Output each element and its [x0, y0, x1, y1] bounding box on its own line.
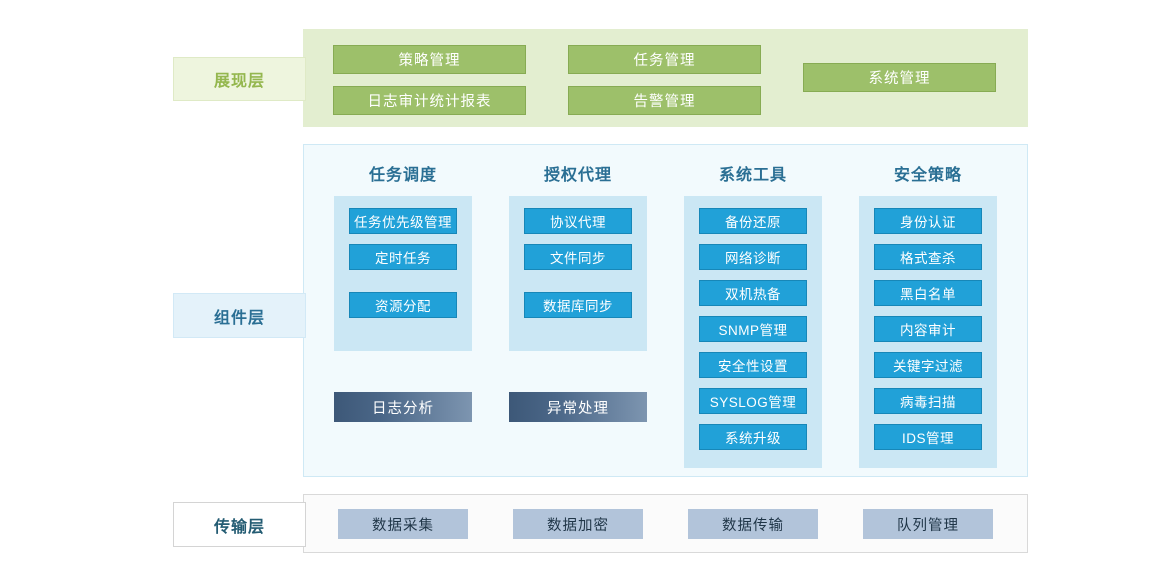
- transport-button-data-transmission[interactable]: 数据传输: [688, 509, 818, 539]
- component-button-keyword-filter[interactable]: 关键字过滤: [874, 352, 982, 378]
- component-column-title-authorization-agent: 授权代理: [543, 167, 612, 184]
- component-column-body-authorization-agent: 协议代理 文件同步 数据库同步: [509, 196, 647, 351]
- transport-button-data-encryption[interactable]: 数据加密: [513, 509, 643, 539]
- component-column-body-security-policy: 身份认证 格式查杀 黑白名单 内容审计 关键字过滤 病毒扫描 IDS管理: [859, 196, 997, 468]
- presentation-button-alarm-management[interactable]: 告警管理: [568, 86, 761, 115]
- presentation-button-strategy-management[interactable]: 策略管理: [333, 45, 526, 74]
- component-button-backup-restore[interactable]: 备份还原: [699, 208, 807, 234]
- component-footer-button-exception-handling[interactable]: 异常处理: [509, 392, 647, 422]
- layer-label-presentation: 展现层: [173, 57, 306, 101]
- component-button-security-settings[interactable]: 安全性设置: [699, 352, 807, 378]
- component-button-task-priority-management[interactable]: 任务优先级管理: [349, 208, 457, 234]
- component-column-title-task-scheduling: 任务调度: [368, 167, 437, 184]
- component-button-dual-machine-hot-standby[interactable]: 双机热备: [699, 280, 807, 306]
- component-button-black-white-list[interactable]: 黑白名单: [874, 280, 982, 306]
- component-button-snmp-management[interactable]: SNMP管理: [699, 316, 807, 342]
- component-button-resource-allocation[interactable]: 资源分配: [349, 292, 457, 318]
- component-button-format-scan-kill[interactable]: 格式查杀: [874, 244, 982, 270]
- component-button-system-upgrade[interactable]: 系统升级: [699, 424, 807, 450]
- transport-layer-panel: 数据采集 数据加密 数据传输 队列管理: [303, 494, 1028, 553]
- component-button-protocol-agent[interactable]: 协议代理: [524, 208, 632, 234]
- component-column-title-security-policy: 安全策略: [893, 167, 962, 184]
- component-button-network-diagnostics[interactable]: 网络诊断: [699, 244, 807, 270]
- component-button-identity-authentication[interactable]: 身份认证: [874, 208, 982, 234]
- component-button-ids-management[interactable]: IDS管理: [874, 424, 982, 450]
- transport-button-data-collection[interactable]: 数据采集: [338, 509, 468, 539]
- component-button-syslog-management[interactable]: SYSLOG管理: [699, 388, 807, 414]
- component-button-scheduled-task[interactable]: 定时任务: [349, 244, 457, 270]
- presentation-button-task-management[interactable]: 任务管理: [568, 45, 761, 74]
- transport-button-queue-management[interactable]: 队列管理: [863, 509, 993, 539]
- layer-label-component: 组件层: [173, 293, 306, 338]
- presentation-layer-panel: 策略管理 任务管理 系统管理 日志审计统计报表 告警管理: [303, 29, 1028, 127]
- component-button-file-sync[interactable]: 文件同步: [524, 244, 632, 270]
- presentation-button-log-audit-report[interactable]: 日志审计统计报表: [333, 86, 526, 115]
- component-layer-panel: 任务调度 任务优先级管理 定时任务 资源分配 日志分析 授权代理 协议代理 文件…: [303, 144, 1028, 477]
- component-button-database-sync[interactable]: 数据库同步: [524, 292, 632, 318]
- component-column-body-system-tools: 备份还原 网络诊断 双机热备 SNMP管理 安全性设置 SYSLOG管理 系统升…: [684, 196, 822, 468]
- component-column-title-system-tools: 系统工具: [718, 167, 787, 184]
- component-button-virus-scan[interactable]: 病毒扫描: [874, 388, 982, 414]
- component-column-body-task-scheduling: 任务优先级管理 定时任务 资源分配: [334, 196, 472, 351]
- presentation-button-system-management[interactable]: 系统管理: [803, 63, 996, 92]
- component-footer-button-log-analysis[interactable]: 日志分析: [334, 392, 472, 422]
- layer-label-transport: 传输层: [173, 502, 306, 547]
- component-button-content-audit[interactable]: 内容审计: [874, 316, 982, 342]
